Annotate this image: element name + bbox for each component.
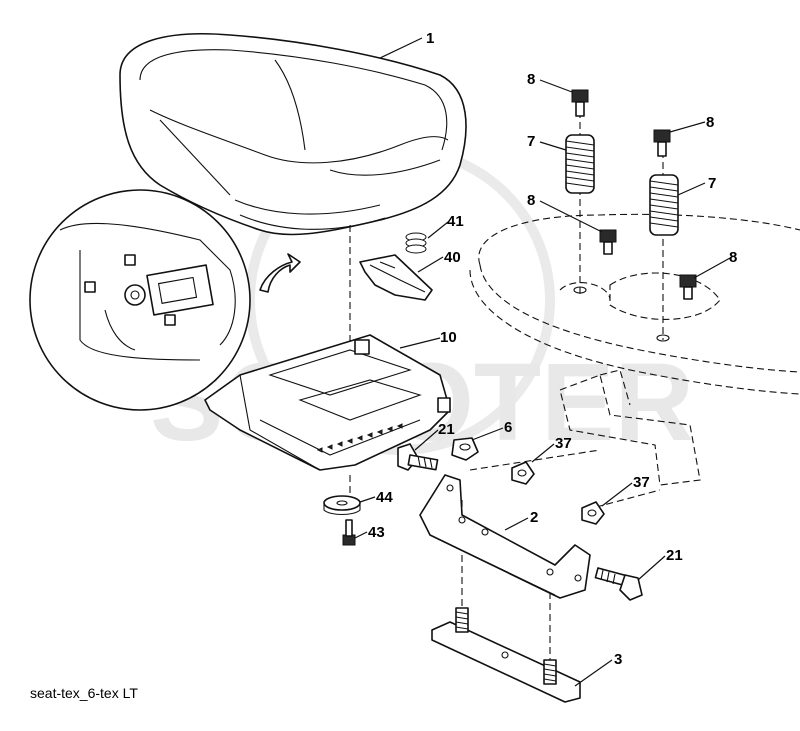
bracket-2 [419,474,591,599]
callout-6: 6 [504,419,512,436]
callout-40: 40 [444,249,461,266]
washer-44 [323,495,361,516]
nut-6 [451,437,479,461]
seat [119,32,467,236]
callout-3: 3 [614,651,622,668]
screw-43 [342,519,356,546]
callouts: 1 8 8 8 8 7 7 41 40 10 21 6 37 37 44 43 … [368,30,737,668]
spring-7-left [565,134,595,194]
callout-43: 43 [368,524,385,541]
bolt-8-d [679,274,697,300]
arrow-icon [259,253,301,293]
bolt-21-left [397,443,439,471]
callout-37: 37 [633,474,650,491]
hole [573,286,587,294]
callout-21: 21 [438,421,455,438]
diagram-caption: seat-tex_6-tex LT [30,685,138,701]
nut-37-b [581,501,605,525]
leader-lines [354,37,731,687]
bolt-8-c [599,229,617,255]
callout-2: 2 [530,509,538,526]
hole [656,334,670,342]
callout-44: 44 [376,489,393,506]
callout-37: 37 [555,435,572,452]
nut-37-a [511,461,535,485]
callout-1: 1 [426,30,434,47]
bolt-8-a [571,89,589,117]
callout-8: 8 [729,249,737,266]
bolt-8-b [653,129,671,157]
spring-41 [405,232,427,254]
seat-pan [204,334,451,471]
callout-7: 7 [708,175,716,192]
bolt-21-right [594,567,643,601]
detail-inset [29,189,301,411]
spring-7-right [649,174,679,236]
base-plate-3 [431,607,581,703]
callout-10: 10 [440,329,457,346]
callout-8: 8 [527,192,535,209]
callout-7: 7 [527,133,535,150]
callout-21: 21 [666,547,683,564]
fender-bracket [559,369,701,486]
callout-41: 41 [447,213,464,230]
callout-8: 8 [706,114,714,131]
callout-8: 8 [527,71,535,88]
clip-40 [359,254,433,301]
slot-row [316,423,403,453]
fender-outline [469,213,800,395]
